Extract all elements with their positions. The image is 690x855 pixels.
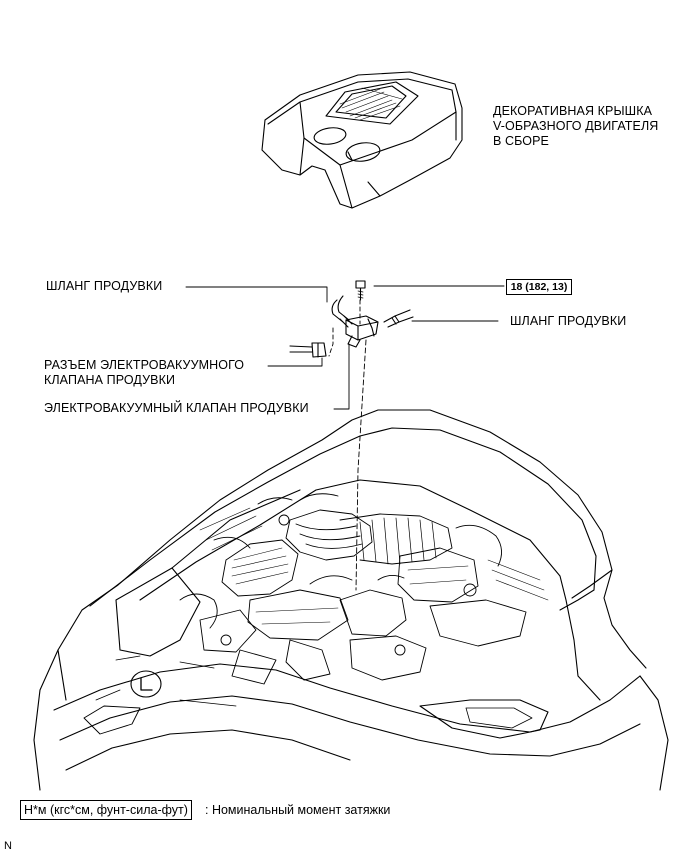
torque-legend-description: : Номинальный момент затяжки	[205, 803, 391, 817]
torque-legend-box: Н*м (кгс*см, фунт-сила-фут)	[20, 800, 192, 820]
purge-hose-right-illustration	[383, 309, 414, 328]
bolt-illustration	[355, 280, 366, 301]
corner-mark: N	[4, 840, 12, 852]
vsv-connector-illustration	[289, 342, 327, 358]
vsv-connector-label: РАЗЪЕМ ЭЛЕКТРОВАКУУМНОГО КЛАПАНА ПРОДУВК…	[44, 358, 244, 388]
purge-hose-right-label: ШЛАНГ ПРОДУВКИ	[510, 314, 627, 328]
vsv-connector-label-line-2: КЛАПАНА ПРОДУВКИ	[44, 373, 176, 387]
engine-cover-label-line-1: ДЕКОРАТИВНАЯ КРЫШКА	[493, 104, 653, 118]
vsv-connector-label-line-1: РАЗЪЕМ ЭЛЕКТРОВАКУУМНОГО	[44, 358, 245, 372]
purge-hose-left-label: ШЛАНГ ПРОДУВКИ	[46, 279, 163, 293]
engine-details-illustration	[179, 493, 549, 685]
purge-hose-left-illustration	[331, 295, 353, 328]
vsv-illustration	[345, 315, 379, 348]
engine-cover-label-line-3: В СБОРЕ	[493, 134, 549, 148]
vsv-label: ЭЛЕКТРОВАКУУМНЫЙ КЛАПАН ПРОДУВКИ	[44, 401, 309, 415]
engine-cover-label-line-2: V-ОБРАЗНОГО ДВИГАТЕЛЯ	[493, 119, 659, 133]
torque-spec-box: 18 (182, 13)	[506, 279, 572, 295]
engine-cover-label: ДЕКОРАТИВНАЯ КРЫШКА V-ОБРАЗНОГО ДВИГАТЕЛ…	[493, 104, 658, 149]
engine-cover-illustration	[261, 71, 463, 209]
vehicle-front-illustration	[33, 409, 669, 791]
leader-lines	[185, 285, 505, 591]
